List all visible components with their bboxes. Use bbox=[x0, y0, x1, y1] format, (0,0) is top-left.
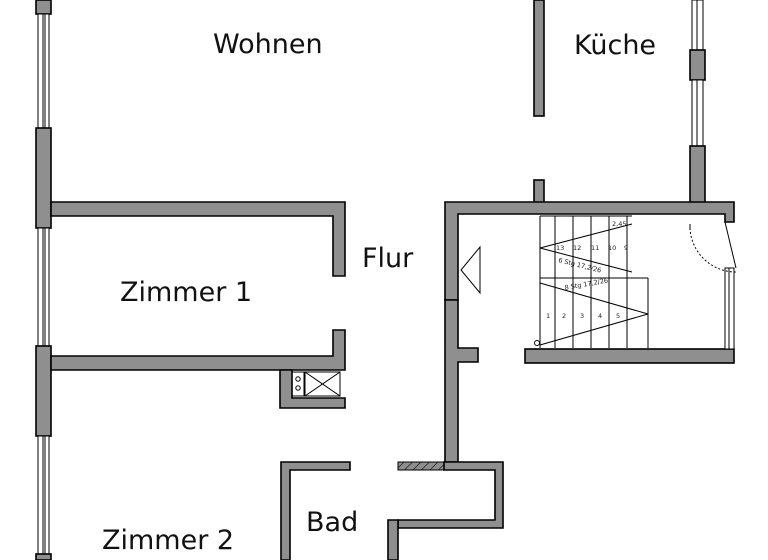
step-number: 11 bbox=[591, 244, 599, 252]
step-number: 9 bbox=[624, 244, 628, 252]
wall-zimmer1-zimmer2 bbox=[50, 329, 346, 409]
step-number: 12 bbox=[573, 244, 581, 252]
step-number: 5 bbox=[616, 312, 620, 320]
bathroom-walls bbox=[280, 461, 504, 560]
shaft-large bbox=[304, 371, 341, 397]
step-number: 2 bbox=[562, 312, 566, 320]
flight-upper-label: 6 Stg 17,2/26 bbox=[558, 256, 603, 274]
room-label-flur: Flur bbox=[362, 243, 414, 274]
step-number: 1 bbox=[546, 312, 550, 320]
left-exterior-wall bbox=[35, 0, 52, 560]
stair-start-marker bbox=[534, 340, 540, 346]
room-label-kueche: Küche bbox=[574, 30, 656, 61]
hatched-wall-segment bbox=[397, 461, 445, 471]
step-number: 4 bbox=[598, 312, 602, 320]
entrance-door bbox=[689, 221, 737, 273]
room-label-bad: Bad bbox=[306, 507, 358, 538]
room-label-zimmer1: Zimmer 1 bbox=[120, 277, 252, 308]
step-number: 10 bbox=[608, 244, 616, 252]
step-number: 3 bbox=[580, 312, 584, 320]
wall-wohnen-kueche bbox=[533, 0, 545, 205]
right-exterior-wall bbox=[689, 0, 706, 205]
room-label-zimmer2: Zimmer 2 bbox=[102, 525, 234, 556]
flight-lower-label: 8 Stg 17,2/26 bbox=[564, 276, 609, 292]
wall-wohnen-zimmer1 bbox=[50, 201, 346, 277]
shaft-small bbox=[291, 371, 305, 397]
step-number: 13 bbox=[556, 244, 564, 252]
staircase: 2,45 13 12 11 10 9 6 Stg 17,2/26 8 Stg 1… bbox=[534, 215, 649, 348]
stair-dimension: 2,45 bbox=[612, 220, 626, 228]
direction-arrow-icon bbox=[460, 245, 481, 295]
stairwell-walls bbox=[444, 201, 735, 463]
room-label-wohnen: Wohnen bbox=[213, 29, 323, 60]
